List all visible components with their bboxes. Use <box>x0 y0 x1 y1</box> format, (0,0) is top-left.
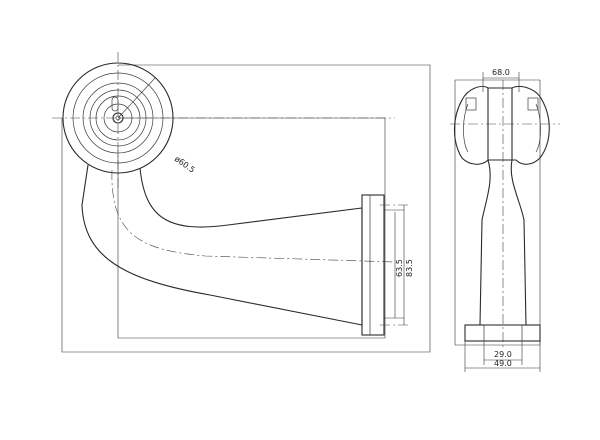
arm-outline <box>81 164 363 326</box>
mount-flange <box>361 194 385 336</box>
base-plate <box>464 324 541 342</box>
lamp-lens-right <box>535 103 541 153</box>
base-outer-dim-text: 49.0 <box>494 359 512 368</box>
top-width-dim-text: 68.0 <box>492 68 510 77</box>
front-frame <box>454 79 541 346</box>
lamp-clip-right <box>527 97 539 111</box>
radius-leader <box>117 77 156 119</box>
radius-dim-text: ø60.5 <box>173 154 197 174</box>
flange-inner-dim-text: 63.5 <box>395 259 404 277</box>
lamp-lens-left <box>463 103 469 153</box>
arm-center-line <box>111 169 396 263</box>
base-plate-inner <box>483 324 523 342</box>
lamp-bulb-slot <box>111 96 119 112</box>
front-view: 68.0 29.0 49.0 <box>450 68 560 372</box>
flange-outer-dim-text: 83.5 <box>405 259 414 277</box>
mount-height-frame <box>117 117 386 339</box>
lamp-clip-left <box>465 97 477 111</box>
overall-width-frame <box>61 64 431 353</box>
arm-front-outline <box>479 87 527 326</box>
side-view: ø60.5 63.5 83.5 <box>52 52 431 353</box>
base-inner-dim-text: 29.0 <box>494 350 512 359</box>
